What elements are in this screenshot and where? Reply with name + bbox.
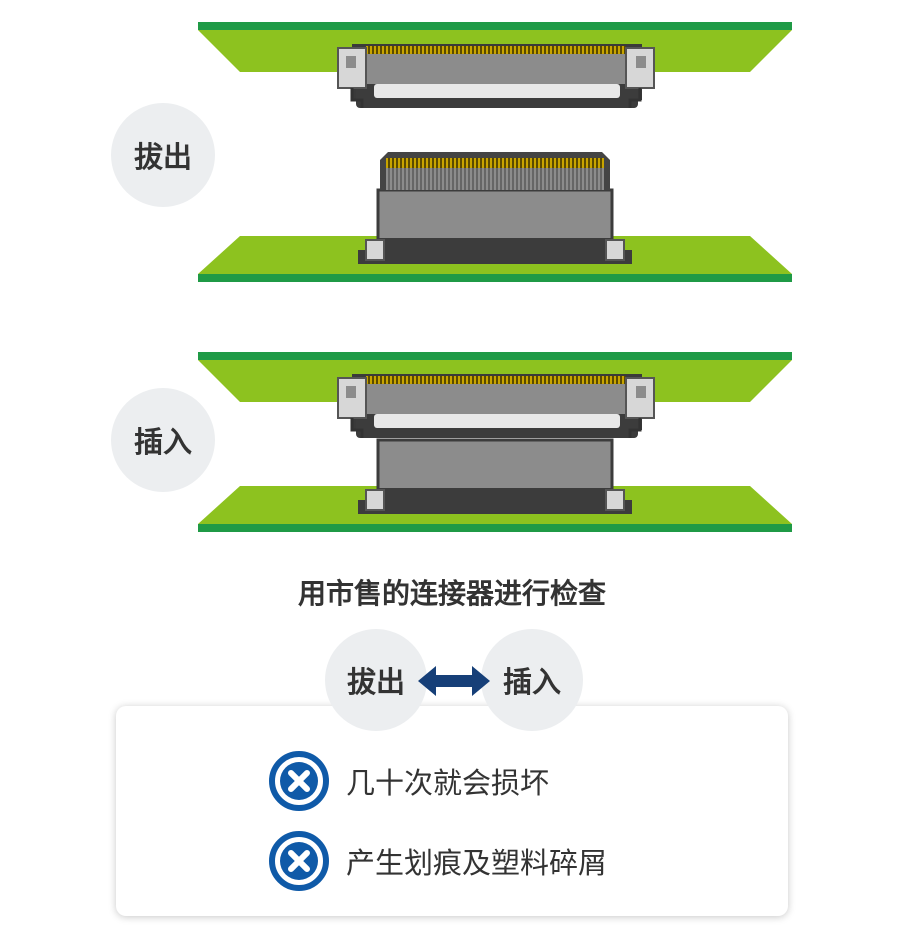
result-card: 几十次就会损坏 产生划痕及塑料碎屑 xyxy=(116,706,788,916)
double-arrow-icon xyxy=(418,666,490,696)
section-title: 用市售的连接器进行检查 xyxy=(297,577,606,610)
result-text: 几十次就会损坏 xyxy=(346,766,550,800)
cycle-pull-out: 拔出 xyxy=(325,629,427,731)
result-row-1: 几十次就会损坏 xyxy=(268,750,549,812)
pull-out-label: 拔出 xyxy=(111,103,215,207)
cycle-insert: 插入 xyxy=(481,629,583,731)
top-board-separated xyxy=(196,20,794,110)
connector-illustration xyxy=(196,20,794,534)
result-row-2: 产生划痕及塑料碎屑 xyxy=(268,830,607,892)
x-circle-icon xyxy=(269,751,329,811)
bottom-board-separated xyxy=(196,152,794,284)
x-circle-icon xyxy=(269,831,329,891)
top-board-mated xyxy=(196,350,794,440)
insert-label: 插入 xyxy=(111,388,215,492)
result-text: 产生划痕及塑料碎屑 xyxy=(346,846,608,880)
bottom-board-mated xyxy=(196,438,794,534)
